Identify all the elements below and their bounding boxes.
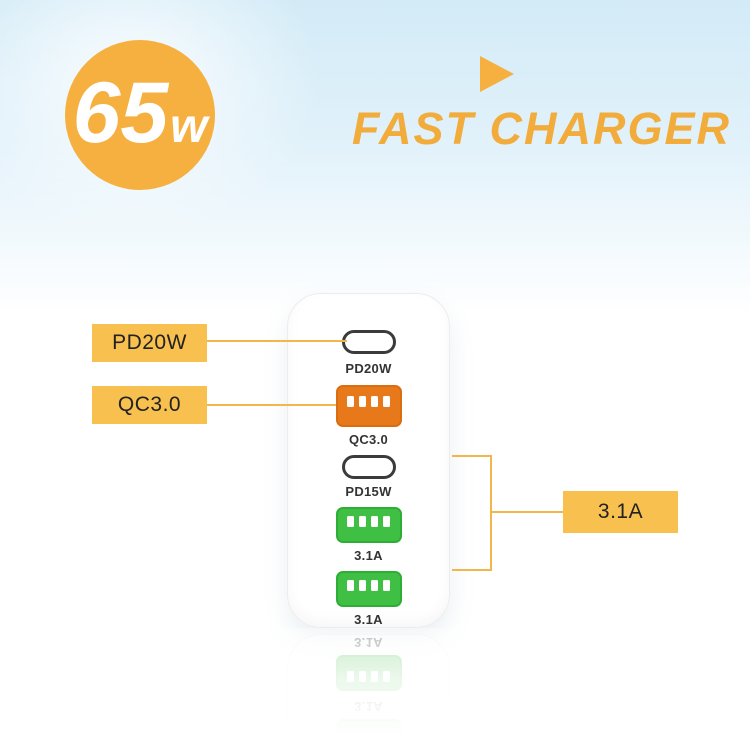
pin xyxy=(347,516,354,527)
port-label-pd15w: PD15W xyxy=(345,484,392,499)
port-label-31a-2: 3.1A xyxy=(354,612,383,627)
usb-pins xyxy=(347,580,390,605)
port-label-31a-1: 3.1A xyxy=(354,548,383,563)
pin xyxy=(359,580,366,591)
callout-line-pd20w xyxy=(205,340,347,342)
pin xyxy=(347,396,354,407)
play-triangle-icon xyxy=(480,56,514,92)
pin xyxy=(371,396,378,407)
pin xyxy=(347,580,354,591)
pin xyxy=(371,580,378,591)
port-label-qc30: QC3.0 xyxy=(348,432,389,447)
usb-pins xyxy=(347,396,390,425)
port-label-pd20w: PD20W xyxy=(345,361,392,376)
usb-a-port-31a-1 xyxy=(335,507,402,543)
usb-a-port-31a-2 xyxy=(335,571,402,607)
callout-bracket-vertical xyxy=(490,455,492,571)
callout-bracket-middle xyxy=(490,511,563,513)
hero-title: FAST CHARGER xyxy=(352,103,732,154)
charger-body: PD20W QC3.0 PD15W 3.1A 3.1A xyxy=(287,293,450,628)
callout-31a: 3.1A xyxy=(563,491,678,533)
usb-c-port-pd15w xyxy=(341,455,396,479)
usb-pins xyxy=(347,516,390,541)
callout-bracket-top xyxy=(452,455,492,457)
callout-pd20w: PD20W xyxy=(92,324,207,362)
wattage-number: 65 xyxy=(72,65,169,161)
pin xyxy=(383,516,390,527)
callout-qc30: QC3.0 xyxy=(92,386,207,424)
pin xyxy=(383,396,390,407)
reflection-fade xyxy=(0,628,750,750)
callout-line-qc30 xyxy=(205,404,336,406)
usb-a-port-qc30 xyxy=(335,385,402,427)
pin xyxy=(359,516,366,527)
pin xyxy=(383,580,390,591)
wattage-unit: w xyxy=(170,100,208,153)
callout-bracket-bottom xyxy=(452,569,492,571)
pin xyxy=(359,396,366,407)
usb-c-port-pd20w xyxy=(341,330,396,354)
pin xyxy=(371,516,378,527)
